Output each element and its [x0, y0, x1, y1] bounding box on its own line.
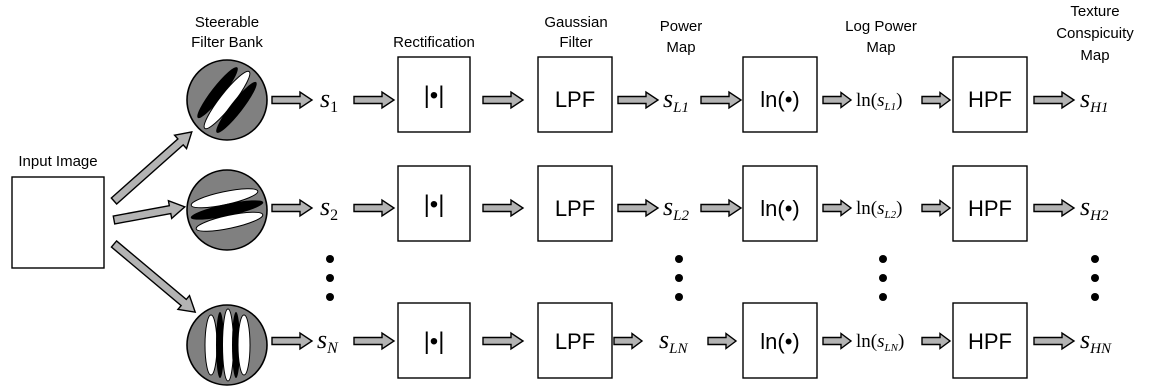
- rectification-label-n: |•|: [424, 328, 445, 355]
- signal-sl2: sL2: [663, 192, 689, 224]
- pipeline-row-1: s1 |•| LPF sL1 ln(•) ln(sL1) HPF sH1: [271, 56, 1108, 133]
- arrow-filter-to-s1: [271, 91, 313, 109]
- signal-sh2: sH2: [1080, 192, 1109, 224]
- arrow-hpf-to-sh1: [1033, 91, 1075, 109]
- hpf-box-1: [952, 56, 1028, 133]
- arrow-sln-to-ln: [707, 332, 737, 350]
- hpf-label-n: HPF: [968, 329, 1012, 354]
- ellipsis-dots-log-power-map: [879, 255, 887, 301]
- signal-s1: s1: [320, 84, 338, 116]
- hpf-label-1: HPF: [968, 87, 1012, 112]
- lpf-box-n: [537, 302, 613, 379]
- ellipsis-dots-signal: [326, 255, 334, 301]
- arrow-ln-to-lnsl1: [822, 91, 852, 109]
- steerable-filter-2: [186, 169, 268, 251]
- rectification-label-1: |•|: [424, 82, 445, 109]
- signal-ln-sln: ln(sLN): [856, 331, 904, 354]
- signal-ln-sl2: ln(sL2): [856, 198, 902, 221]
- signal-sn: sN: [317, 325, 339, 357]
- arrow-rect-to-lpf-1: [482, 91, 524, 109]
- header-power-map: Power Map: [660, 18, 703, 56]
- header-rectification: Rectification: [393, 34, 475, 51]
- header-texture-conspicuity-map: Texture Conspicuity Map: [1056, 3, 1134, 64]
- arrow-filter-to-s2: [271, 199, 313, 217]
- header-filter-bank: Steerable Filter Bank: [191, 14, 263, 51]
- log-box-1: [742, 56, 818, 133]
- input-image-box: [11, 176, 105, 269]
- svg-text:Rectification: Rectification: [393, 34, 475, 51]
- svg-text:Map: Map: [866, 39, 895, 56]
- pipeline-row-n: sN |•| LPF sLN ln(•) ln(sLN) HPF sHN: [271, 302, 1112, 379]
- header-gaussian-filter: Gaussian Filter: [544, 14, 607, 51]
- rectification-box-2: [397, 165, 471, 242]
- ellipsis-dots-texture-map: [1091, 255, 1099, 301]
- arrow-lnsln-to-hpf: [921, 332, 951, 350]
- svg-text:Map: Map: [666, 39, 695, 56]
- log-label-2: ln(•): [760, 196, 799, 221]
- header-log-power-map: Log Power Map: [845, 18, 917, 56]
- arrow-input-to-filter-2: [112, 199, 187, 225]
- arrow-lpf-to-sln: [613, 332, 643, 350]
- svg-text:Map: Map: [1080, 47, 1109, 64]
- log-box-n: [742, 302, 818, 379]
- svg-text:Texture: Texture: [1070, 3, 1119, 20]
- pipeline-row-2: s2 |•| LPF sL2 ln(•) ln(sL2) HPF sH2: [271, 165, 1109, 242]
- arrow-s1-to-rect: [353, 91, 395, 109]
- arrow-ln-to-lnsl2: [822, 199, 852, 217]
- arrow-ln-to-lnsln: [822, 332, 852, 350]
- hpf-label-2: HPF: [968, 196, 1012, 221]
- signal-sln: sLN: [659, 325, 688, 357]
- signal-ln-sl1: ln(sL1): [856, 90, 902, 113]
- arrow-sl2-to-ln: [700, 199, 742, 217]
- arrow-input-to-filter-1: [110, 131, 193, 205]
- arrow-s2-to-rect: [353, 199, 395, 217]
- log-label-1: ln(•): [760, 87, 799, 112]
- steerable-filter-3: [186, 304, 268, 386]
- input-image-label: Input Image: [18, 153, 97, 170]
- arrow-input-to-filter-3: [110, 239, 197, 314]
- arrow-rect-to-lpf-n: [482, 332, 524, 350]
- svg-text:Filter: Filter: [559, 34, 592, 51]
- arrow-hpf-to-shn: [1033, 332, 1075, 350]
- log-label-n: ln(•): [760, 329, 799, 354]
- arrow-lpf-to-sl1: [617, 91, 659, 109]
- hpf-box-2: [952, 165, 1028, 242]
- log-box-2: [742, 165, 818, 242]
- arrow-lnsl1-to-hpf: [921, 91, 951, 109]
- signal-sl1: sL1: [663, 84, 689, 116]
- rectification-label-2: |•|: [424, 191, 445, 218]
- lpf-label-n: LPF: [555, 329, 595, 354]
- lpf-box-2: [537, 165, 613, 242]
- svg-text:Steerable: Steerable: [195, 14, 259, 31]
- arrow-lpf-to-sl2: [617, 199, 659, 217]
- signal-sh1: sH1: [1080, 84, 1108, 116]
- rectification-box-n: [397, 302, 471, 379]
- arrow-filter-to-sn: [271, 332, 313, 350]
- lpf-label-1: LPF: [555, 87, 595, 112]
- arrow-hpf-to-sh2: [1033, 199, 1075, 217]
- svg-text:Filter Bank: Filter Bank: [191, 34, 263, 51]
- arrow-lnsl2-to-hpf: [921, 199, 951, 217]
- arrow-rect-to-lpf-2: [482, 199, 524, 217]
- arrow-sn-to-rect: [353, 332, 395, 350]
- svg-text:Log Power: Log Power: [845, 18, 917, 35]
- steerable-filter-1: [186, 59, 268, 141]
- svg-text:Gaussian: Gaussian: [544, 14, 607, 31]
- rectification-box-1: [397, 56, 471, 133]
- lpf-label-2: LPF: [555, 196, 595, 221]
- ellipsis-dots-power-map: [675, 255, 683, 301]
- signal-s2: s2: [320, 192, 338, 224]
- signal-shn: sHN: [1080, 325, 1112, 357]
- hpf-box-n: [952, 302, 1028, 379]
- arrow-sl1-to-ln: [700, 91, 742, 109]
- lpf-box-1: [537, 56, 613, 133]
- svg-text:Power: Power: [660, 18, 703, 35]
- svg-text:Conspicuity: Conspicuity: [1056, 25, 1134, 42]
